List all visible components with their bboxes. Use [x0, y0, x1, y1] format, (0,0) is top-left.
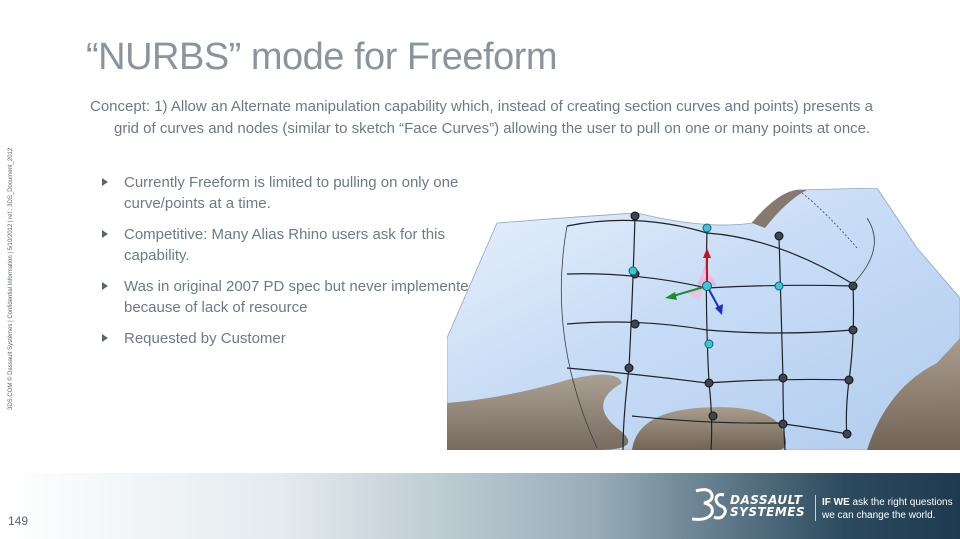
confidential-side-note: 3DS.COM © Dassault Systèmes | Confidenti…	[8, 147, 14, 410]
bullet-arrow-icon	[102, 230, 108, 238]
surface-edge-right	[867, 338, 960, 450]
bullet-text: Requested by Customer	[124, 330, 286, 347]
slide-title: “NURBS” mode for Freeform	[86, 36, 558, 78]
surface-edge-left	[447, 374, 629, 450]
bullet-arrow-icon	[102, 178, 108, 186]
nurbs-surface-figure	[447, 188, 960, 450]
tagline: IF WE ask the right questions we can cha…	[822, 496, 953, 522]
page-number: 149	[8, 514, 29, 528]
bullet-item: Was in original 2007 PD spec but never i…	[100, 276, 480, 318]
footer-band	[0, 473, 960, 539]
bullet-item: Currently Freeform is limited to pulling…	[100, 172, 480, 214]
logo-divider	[815, 495, 816, 521]
bullet-text: Was in original 2007 PD spec but never i…	[124, 278, 477, 316]
bullet-arrow-icon	[102, 282, 108, 290]
bullet-arrow-icon	[102, 334, 108, 342]
bullet-item: Requested by Customer	[100, 328, 480, 349]
logo-line-1: DASSAULT	[730, 493, 803, 507]
3ds-logo-icon	[691, 488, 727, 521]
logo-wordmark: DASSAULT SYSTEMES	[730, 494, 805, 518]
bullet-list: Currently Freeform is limited to pulling…	[100, 172, 480, 359]
bullet-text: Competitive: Many Alias Rhino users ask …	[124, 226, 445, 264]
surface-hole	[632, 407, 786, 450]
bullet-item: Competitive: Many Alias Rhino users ask …	[100, 224, 480, 266]
tagline-bold: IF WE	[822, 497, 850, 508]
surface-edge-top	[752, 190, 807, 228]
manipulator-compass	[665, 248, 723, 315]
tagline-line-2: we can change the world.	[822, 510, 936, 521]
concept-text: Concept: 1) Allow an Alternate manipulat…	[90, 98, 873, 137]
logo-line-2: SYSTEMES	[730, 505, 806, 519]
tagline-rest: ask the right questions	[849, 497, 953, 508]
bullet-text: Currently Freeform is limited to pulling…	[124, 174, 459, 212]
